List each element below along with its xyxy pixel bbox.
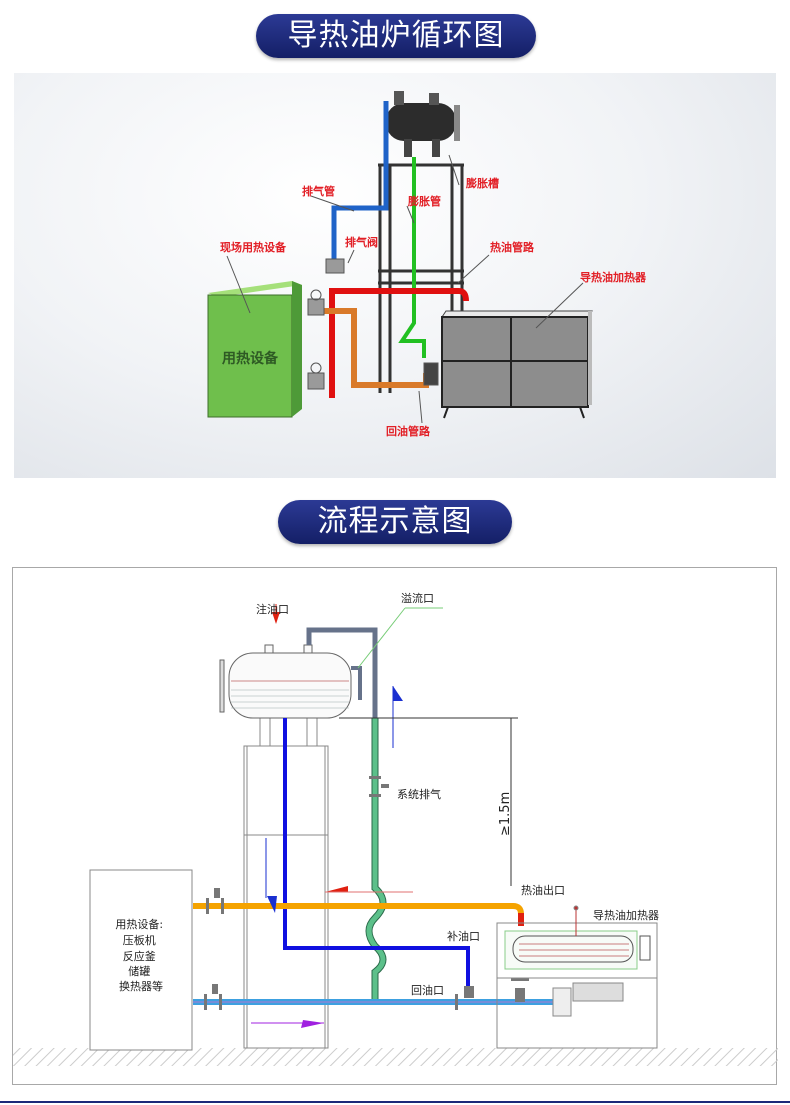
overflow-pipe: [306, 627, 378, 718]
hot-oil-pipe: [329, 288, 469, 398]
valve-icon: [204, 776, 529, 1010]
valve-icon: [307, 258, 439, 390]
section-title-flow: 流程示意图: [278, 500, 512, 544]
expansion-pipe: [398, 157, 426, 358]
label-overflow-port: 溢流口: [401, 591, 434, 605]
equipment-box-label: 用热设备: [222, 350, 279, 367]
label-vent-valve: 排气阀: [345, 235, 378, 249]
label-makeup-port: 补油口: [447, 929, 480, 943]
circulation-3d-diagram: 用热设备 膨胀槽 排气管 膨胀管 排气阀 现场用热设备 热油管路 导热油加热器 …: [14, 73, 776, 478]
label-heater: 导热油加热器: [593, 908, 659, 922]
label-heater: 导热油加热器: [580, 270, 647, 284]
height-dimension: [339, 717, 518, 886]
label-expansion-tank: 膨胀槽: [465, 176, 499, 190]
label-return-pipe: 回油管路: [386, 424, 431, 438]
label-return-port: 回油口: [411, 983, 444, 997]
oil-heater: [441, 310, 593, 419]
section-title-circulation: 导热油炉循环图: [256, 14, 536, 58]
expansion-tank: [219, 644, 352, 719]
heat-equipment-box: 用热设备: [207, 281, 302, 418]
height-requirement-label: ≥1.5m: [498, 792, 513, 836]
vent-pipe: [331, 101, 389, 268]
label-hot-oil-pipe: 热油管路: [490, 240, 535, 254]
label-fill-port: 注油口: [256, 602, 289, 616]
hot-oil-pipe: [193, 903, 524, 923]
label-system-vent: 系统排气: [397, 787, 441, 801]
ground: [13, 1048, 778, 1066]
flow-schematic: ≥1.5m 用热设备: 压板机 反应釜 储罐 换热器等 注油口 溢流口 系统排气…: [12, 567, 778, 1085]
label-expansion-pipe: 膨胀管: [407, 194, 441, 208]
expansion-tank: [386, 91, 460, 157]
makeup-pipe: [283, 718, 470, 988]
heat-equipment-box: [89, 869, 193, 1051]
overflow-leader: [357, 607, 406, 669]
oil-heater: [496, 905, 658, 1049]
footer-divider: [0, 1101, 790, 1103]
label-site-equipment: 现场用热设备: [220, 240, 287, 254]
leader-lines: [226, 154, 584, 424]
label-vent-pipe: 排气管: [302, 184, 335, 198]
equipment-list: 用热设备: 压板机 反应釜 储罐 换热器等: [115, 917, 166, 993]
overflow-outlet-pipe: [351, 666, 362, 700]
label-hot-oil-outlet: 热油出口: [521, 883, 565, 897]
flow-arrows: [251, 604, 413, 1028]
